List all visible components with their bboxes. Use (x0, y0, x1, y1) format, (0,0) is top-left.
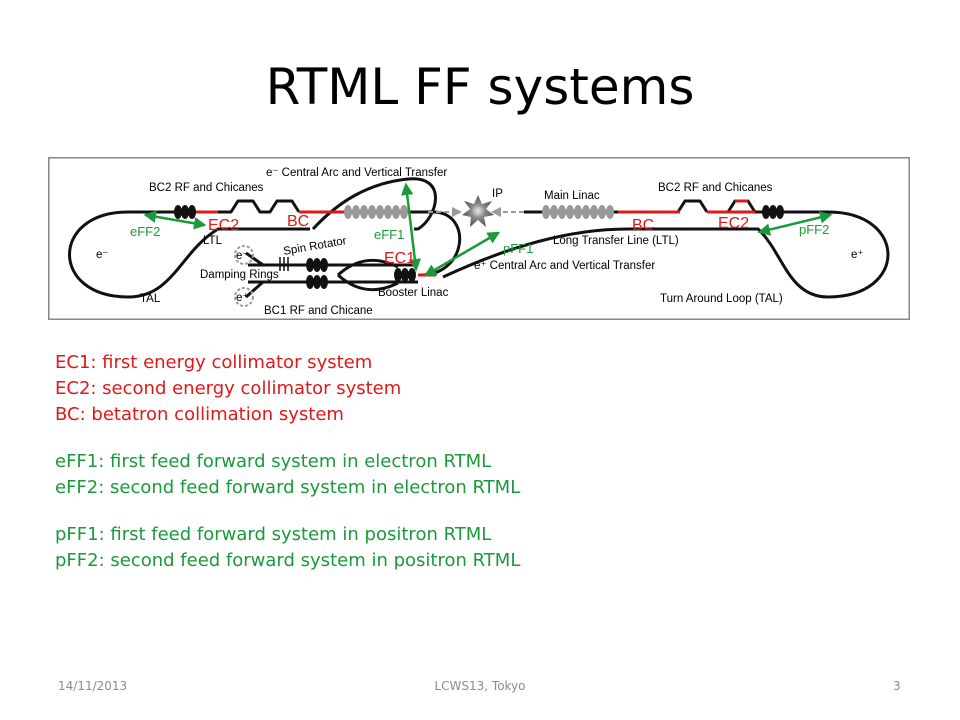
electron-bc2-chicanes (218, 199, 301, 214)
electron-tal-loop (68, 210, 310, 299)
central-arc-p-label: e⁺ Central Arc and Vertical Transfer (474, 260, 655, 272)
legend-pff2: pFF2: second feed forward system in posi… (55, 550, 521, 571)
footer-event: LCWS13, Tokyo (434, 679, 526, 693)
spin-rotator-solenoids (279, 257, 289, 271)
footer-page-number: 3 (893, 679, 901, 693)
bc-right-label: BC (632, 217, 654, 234)
pff2-label: pFF2 (799, 222, 829, 237)
booster-linac-label: Booster Linac (378, 287, 449, 299)
bc2-left-label: BC2 RF and Chicanes (149, 182, 264, 194)
bc-left-label: BC (287, 213, 309, 230)
legend: EC1: first energy collimator system EC2:… (55, 350, 520, 574)
electron-beamline (68, 177, 462, 299)
booster-linac-cavities (306, 258, 416, 289)
eff2-arrow (143, 210, 207, 230)
positron-ec2-chicane (707, 199, 755, 214)
damping-ring-circles (234, 245, 254, 307)
pff2-arrow (757, 211, 833, 236)
slide-title: RTML FF systems (265, 58, 695, 116)
tal-left-label: TAL (140, 293, 161, 305)
ec2-left-label: EC2 (208, 217, 239, 234)
pff1-arrow (423, 231, 501, 277)
main-linac-label: Main Linac (544, 190, 600, 202)
footer-date: 14/11/2013 (58, 679, 128, 693)
electron-damping-ring (234, 245, 254, 265)
ltl-left-label: LTL (203, 235, 223, 247)
positron-tal-loop (442, 210, 890, 299)
electron-bc2-rf-cavities (174, 205, 196, 219)
ec1-label: EC1 (384, 250, 415, 267)
ip-label: IP (492, 188, 503, 200)
legend-eff2: eFF2: second feed forward system in elec… (55, 477, 521, 498)
e-minus-ring-label: e⁻ (236, 250, 248, 262)
legend-ec2: EC2: second energy collimator system (55, 378, 402, 399)
e-plus-label: e⁺ (851, 249, 863, 261)
bc2-right-label: BC2 RF and Chicanes (658, 182, 773, 194)
e-plus-ring-label: e⁺ (236, 292, 248, 304)
positron-damping-ring (234, 287, 254, 307)
positron-bc2-rf-cavities (762, 205, 784, 219)
rtml-layout-diagram: e⁻ Central Arc and Vertical Transfer IP … (48, 157, 910, 320)
bc1-label: BC1 RF and Chicane (264, 305, 373, 317)
bc1-chicane (336, 258, 399, 292)
legend-pff1: pFF1: first feed forward system in posit… (55, 524, 492, 545)
legend-bc: BC: betatron collimation system (55, 404, 344, 425)
pff1-label: pFF1 (503, 241, 533, 256)
long-transfer-label: Long Transfer Line (LTL) (553, 235, 679, 247)
ec2-right-label: EC2 (718, 215, 749, 232)
eff2-label: eFF2 (130, 224, 160, 239)
legend-ec1: EC1: first energy collimator system (55, 352, 373, 373)
damping-rings-label: Damping Rings (200, 269, 279, 281)
e-minus-label: e⁻ (96, 249, 108, 261)
legend-eff1: eFF1: first feed forward system in elect… (55, 451, 492, 472)
turn-around-label: Turn Around Loop (TAL) (660, 293, 783, 305)
central-arc-e-label: e⁻ Central Arc and Vertical Transfer (266, 167, 447, 179)
ff-arrows (143, 182, 833, 277)
electron-central-arc-loop (311, 177, 437, 231)
damping-ring-links (245, 251, 264, 299)
ip-star-icon (462, 195, 494, 227)
positron-main-linac-cavities (542, 205, 614, 219)
eff1-label: eFF1 (374, 227, 404, 242)
eff1-arrow (400, 182, 422, 272)
